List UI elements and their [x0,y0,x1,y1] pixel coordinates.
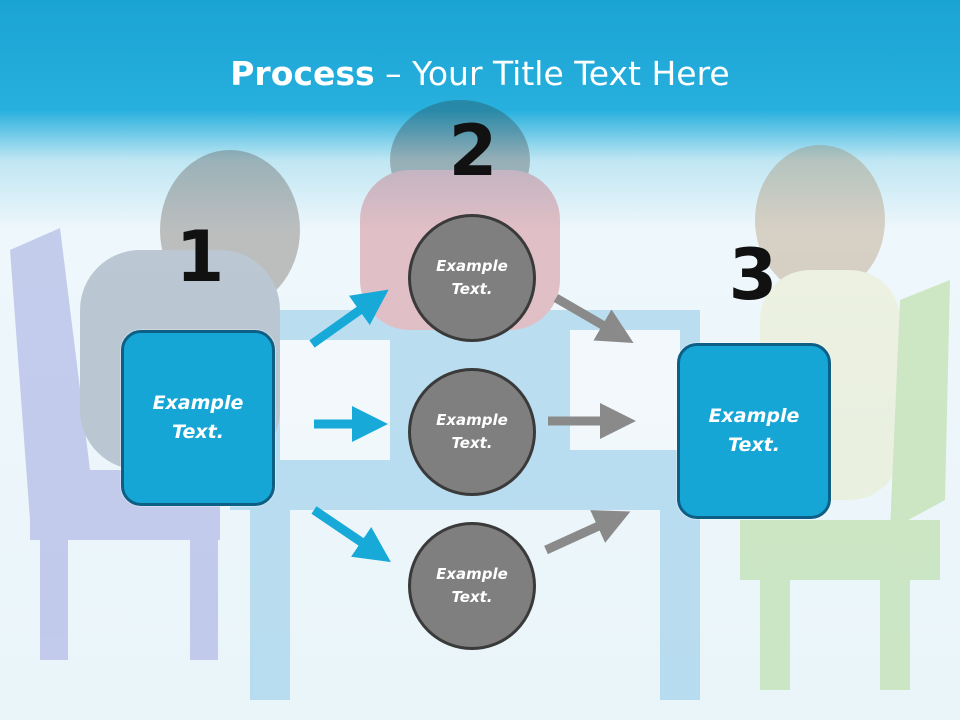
step-number-3: 3 [728,234,778,316]
process-circle-middle[interactable]: Example Text. [408,368,536,496]
title-bold: Process [230,54,375,93]
title-bar: Process – Your Title Text Here [0,44,960,104]
step-number-1: 1 [175,216,225,298]
process-circle-bottom[interactable]: Example Text. [408,522,536,650]
process-box-end[interactable]: Example Text. [677,343,831,519]
circle-text-3: Example Text. [436,565,508,606]
slide-title[interactable]: Process – Your Title Text Here [0,44,960,104]
process-box-start[interactable]: Example Text. [121,330,275,506]
box-text-1: Example Text. [152,392,244,443]
circle-text-2: Example Text. [436,411,508,452]
box-text-3: Example Text. [708,405,800,456]
title-rest: – Your Title Text Here [374,54,730,93]
arrow-blue-down [311,506,391,563]
arrow-blue-up [309,289,389,348]
circle-text-1: Example Text. [436,257,508,298]
arrow-gray-up [544,510,631,555]
arrow-gray-down [553,294,634,344]
step-number-2: 2 [448,110,498,192]
process-circle-top[interactable]: Example Text. [408,214,536,342]
